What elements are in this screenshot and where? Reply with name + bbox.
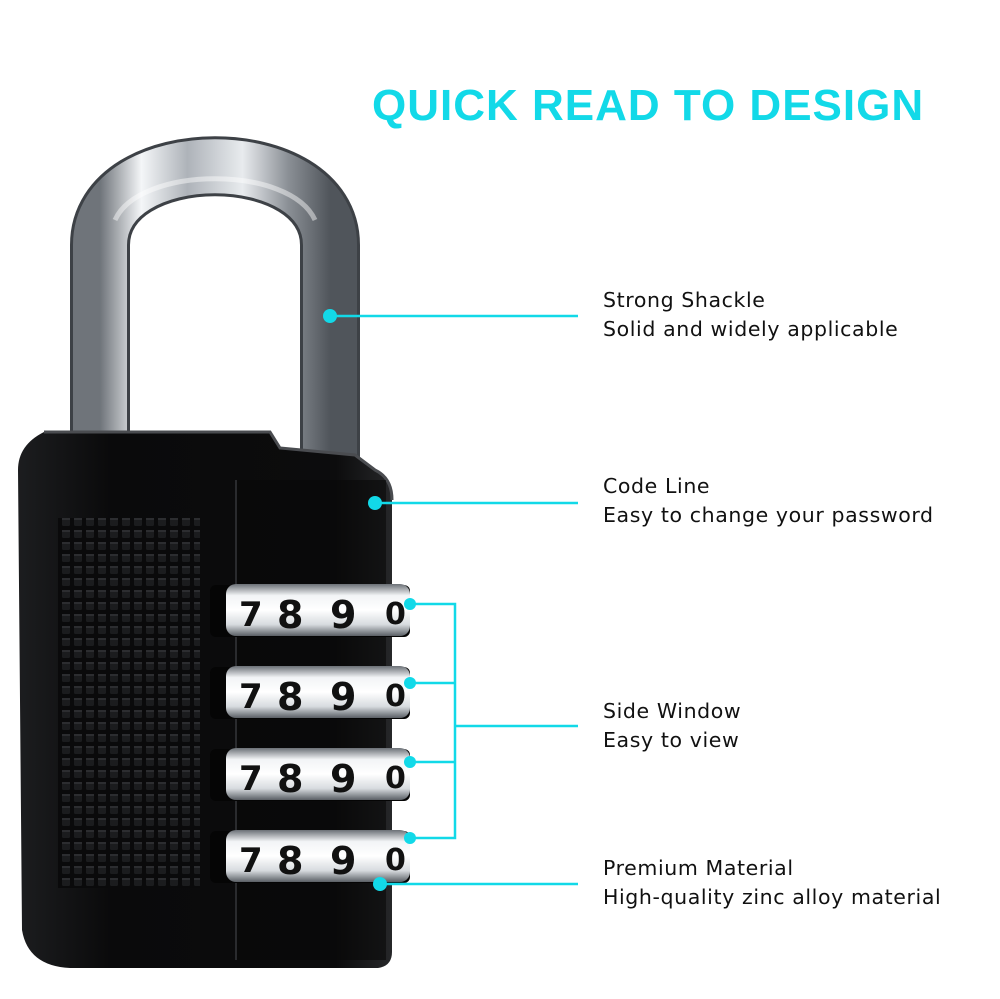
dial-row: 7 8 9 0 <box>210 748 410 801</box>
bracket-side-window <box>410 602 457 840</box>
dial-digit: 8 <box>277 675 303 719</box>
callout-description: Solid and widely applicable <box>603 316 899 341</box>
dial-digit: 9 <box>330 593 356 637</box>
callout-title: Strong Shackle <box>603 288 766 312</box>
dial-digit: 0 <box>385 597 406 632</box>
callout-markers <box>323 309 416 891</box>
dial-digit: 9 <box>330 839 356 883</box>
dial-row: 7 8 9 0 <box>210 666 410 719</box>
dial-digit: 7 <box>239 841 263 881</box>
textured-grip <box>58 518 200 888</box>
callout-title: Code Line <box>603 474 711 498</box>
dial-row: 7 8 9 0 <box>210 830 410 883</box>
callout-title: Side Window <box>603 699 742 723</box>
dial-digit: 8 <box>277 839 303 883</box>
dial-digit: 7 <box>239 595 263 635</box>
callout-description: Easy to view <box>603 727 740 752</box>
shackle <box>70 136 360 460</box>
dial-digit: 8 <box>277 593 303 637</box>
callout-description: Easy to change your password <box>603 502 934 527</box>
dial-digit: 8 <box>277 757 303 801</box>
callout-connectors <box>330 314 578 886</box>
dial-digit: 9 <box>330 675 356 719</box>
dial-digit: 7 <box>239 759 263 799</box>
callout-side-window: Side Window Easy to view <box>603 697 741 754</box>
callout-code-line: Code Line Easy to change your password <box>603 472 934 529</box>
callout-description: High-quality zinc alloy material <box>603 884 942 909</box>
callout-strong-shackle: Strong Shackle Solid and widely applicab… <box>603 286 898 343</box>
dial-digit: 9 <box>330 757 356 801</box>
dial-stack: 7 8 9 0 7 8 9 0 7 8 9 0 7 8 9 0 <box>210 584 410 883</box>
callout-premium-material: Premium Material High-quality zinc alloy… <box>603 854 941 911</box>
dial-row: 7 8 9 0 <box>210 584 410 637</box>
dial-digit: 0 <box>385 679 406 714</box>
dial-digit: 0 <box>385 761 406 796</box>
dial-digit: 0 <box>385 843 406 878</box>
dial-digit: 7 <box>239 677 263 717</box>
callout-title: Premium Material <box>603 856 794 880</box>
headline: QUICK READ TO DESIGN <box>372 81 925 130</box>
